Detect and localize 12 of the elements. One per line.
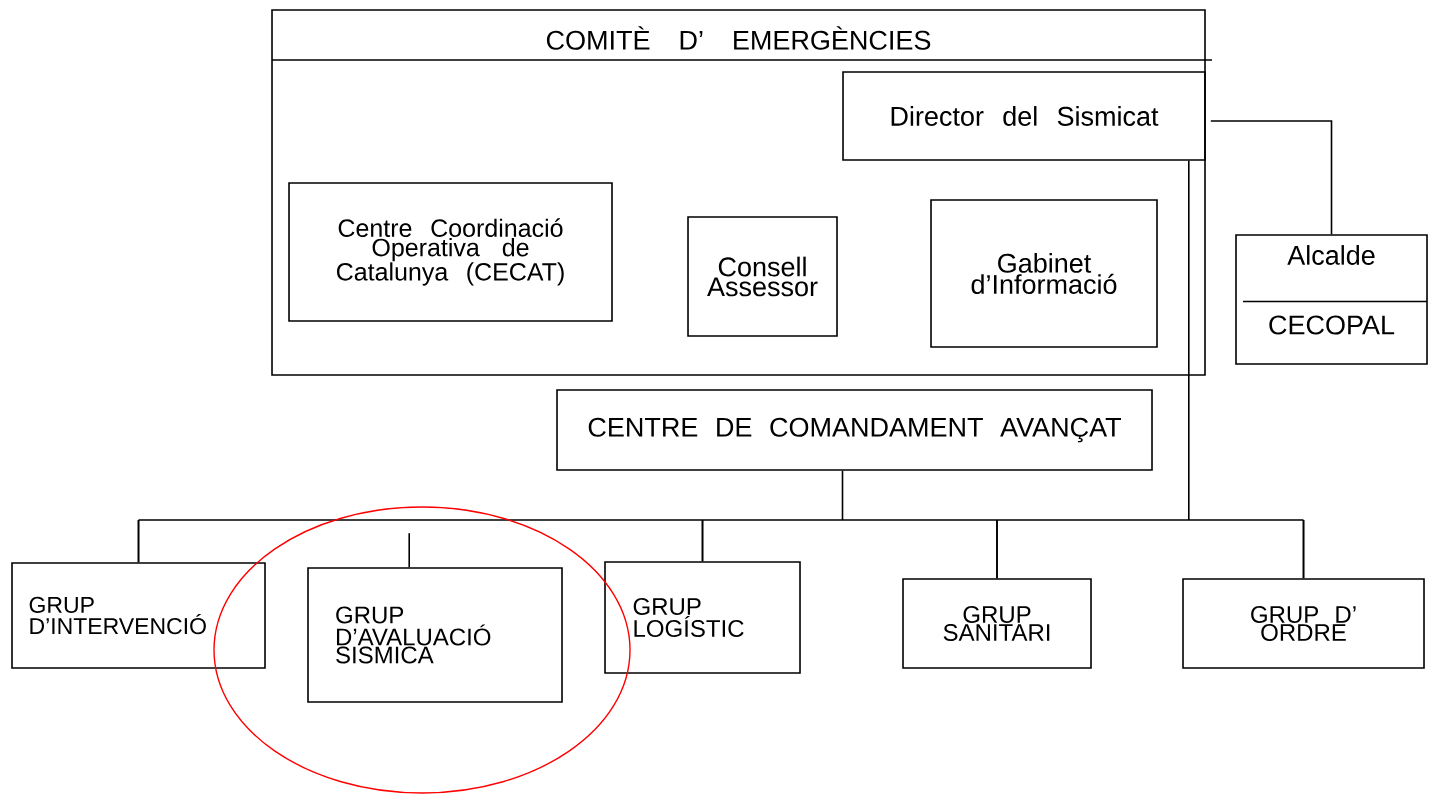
group-box: GRUP D’INTERVENCIÓ <box>11 562 266 669</box>
org-box: Consell Assessor <box>687 216 838 337</box>
group-box: GRUP LOGÍSTIC <box>604 561 801 674</box>
group-box: GRUP D’AVALUACIÓ SISMICA <box>307 567 563 703</box>
connector-line <box>137 160 1305 579</box>
group-box: GRUP D’ ORDRE <box>1182 578 1425 669</box>
group-box: GRUP SANITARI <box>902 578 1092 669</box>
org-box: Gabinet d’Informació <box>930 199 1158 348</box>
org-box: Centre Coordinació Operativa de Catalunya (CECAT) <box>288 182 613 322</box>
split-box: Alcalde CECOPAL <box>1235 234 1428 365</box>
org-box: Director del Sismicat <box>842 71 1206 161</box>
org-box: CENTRE DE COMANDAMENT AVANÇAT <box>556 389 1153 471</box>
